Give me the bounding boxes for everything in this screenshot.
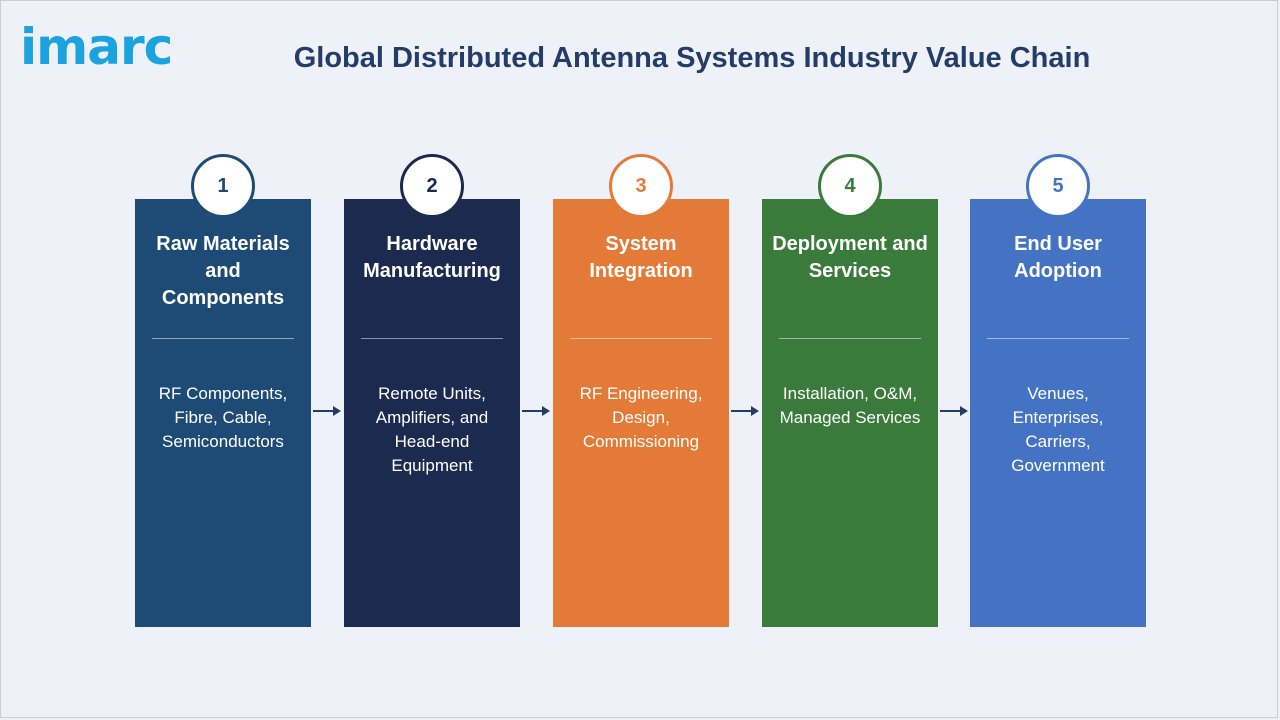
page-title: Global Distributed Antenna Systems Indus… [293,42,1091,74]
stage-4-deployment-services: 4 Deployment and Services Installation, … [762,154,938,627]
stage-divider [152,338,294,339]
imarc-logo: imarc [20,18,173,76]
arrow-right-icon [522,406,550,416]
stage-title: System Integration [589,233,693,282]
stage-divider [779,338,921,339]
stage-title: Deployment and Services [772,233,928,282]
stage-divider [570,338,712,339]
stage-3-system-integration: 3 System Integration RF Engineering, Des… [553,154,729,627]
stage-description: RF Engineering, Design, Commissioning [579,384,703,451]
stage-description: Venues, Enterprises, Carriers, Governmen… [1011,384,1105,475]
stage-title: Raw Materials and Components [156,233,290,309]
stage-title: End User Adoption [1014,233,1102,282]
stage-divider [361,338,503,339]
stage-number-badge: 2 [400,154,464,218]
arrow-right-icon [731,406,759,416]
stage-number-badge: 1 [191,154,255,218]
stage-2-hardware-manufacturing: 2 Hardware Manufacturing Remote Units, A… [344,154,520,627]
arrow-right-icon [940,406,968,416]
stage-divider [987,338,1129,339]
stage-number-badge: 4 [818,154,882,218]
stage-1-raw-materials: 1 Raw Materials and Components RF Compon… [135,154,311,627]
arrow-right-icon [313,406,341,416]
stage-description: Remote Units, Amplifiers, and Head-end E… [375,384,489,475]
stage-description: Installation, O&M, Managed Services [779,384,921,427]
stage-description: RF Components, Fibre, Cable, Semiconduct… [158,384,288,451]
stage-5-end-user-adoption: 5 End User Adoption Venues, Enterprises,… [970,154,1146,627]
stage-number-badge: 3 [609,154,673,218]
stage-number-badge: 5 [1026,154,1090,218]
stage-title: Hardware Manufacturing [363,233,501,282]
